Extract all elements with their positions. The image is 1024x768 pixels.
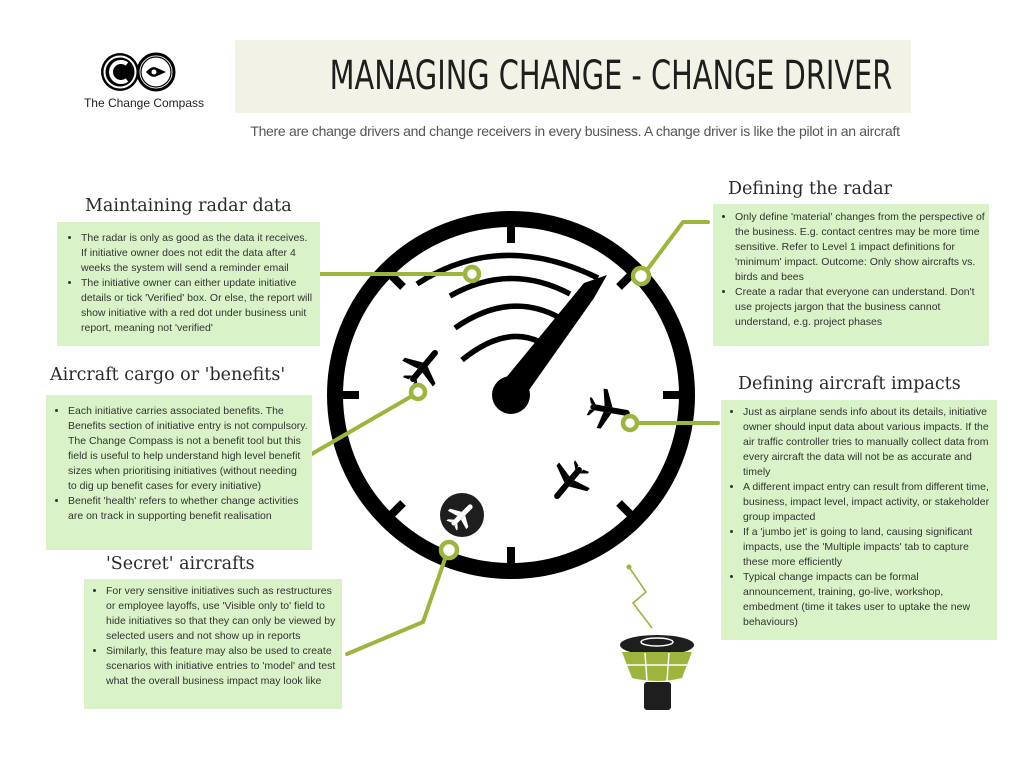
airplane-icon [554, 460, 590, 500]
list-item: For very sensitive initiatives such as r… [106, 584, 338, 644]
list-item: The initiative owner can either update i… [81, 276, 316, 336]
list-item: Just as airplane sends info about its de… [743, 405, 993, 480]
list-item: A different impact entry can result from… [743, 480, 993, 525]
heading-maintaining-radar-data: Maintaining radar data [85, 196, 292, 216]
box-aircraft-cargo: Each initiative carries associated benef… [46, 395, 312, 550]
list-item: Similarly, this feature may also be used… [106, 644, 338, 689]
connector-lines [308, 220, 720, 656]
change-compass-logo-icon [101, 52, 176, 92]
box-maintaining-radar-data: The radar is only as good as the data it… [57, 222, 320, 346]
list-item: If a 'jumbo jet' is going to land, causi… [743, 525, 993, 570]
heading-secret-aircrafts: 'Secret' aircrafts [106, 554, 255, 574]
page-subtitle: There are change drivers and change rece… [250, 123, 900, 139]
brand-logo: The Change Compass [82, 50, 206, 110]
list-item: Only define 'material' changes from the … [735, 210, 985, 285]
brand-name: The Change Compass [83, 96, 205, 110]
page-title: MANAGING CHANGE - CHANGE DRIVER [329, 53, 893, 99]
box-defining-the-radar: Only define 'material' changes from the … [713, 204, 989, 346]
airplane-mode-badge-icon [440, 493, 484, 537]
airplane-icon [586, 388, 630, 429]
list-item: Each initiative carries associated benef… [68, 404, 308, 494]
radar-dial-icon [327, 211, 695, 579]
list-item: Benefit 'health' refers to whether chang… [68, 494, 308, 524]
heading-defining-the-radar: Defining the radar [728, 179, 892, 199]
list-item: Create a radar that everyone can underst… [735, 285, 985, 330]
box-secret-aircrafts: For very sensitive initiatives such as r… [84, 579, 342, 709]
list-item: The radar is only as good as the data it… [81, 231, 316, 276]
air-traffic-control-tower-icon [620, 564, 694, 710]
box-defining-aircraft-impacts: Just as airplane sends info about its de… [721, 400, 997, 640]
heading-aircraft-cargo: Aircraft cargo or 'benefits' [50, 365, 286, 385]
list-item: Typical change impacts can be formal ann… [743, 570, 993, 630]
heading-defining-aircraft-impacts: Defining aircraft impacts [738, 374, 961, 394]
title-banner: MANAGING CHANGE - CHANGE DRIVER [235, 40, 911, 113]
